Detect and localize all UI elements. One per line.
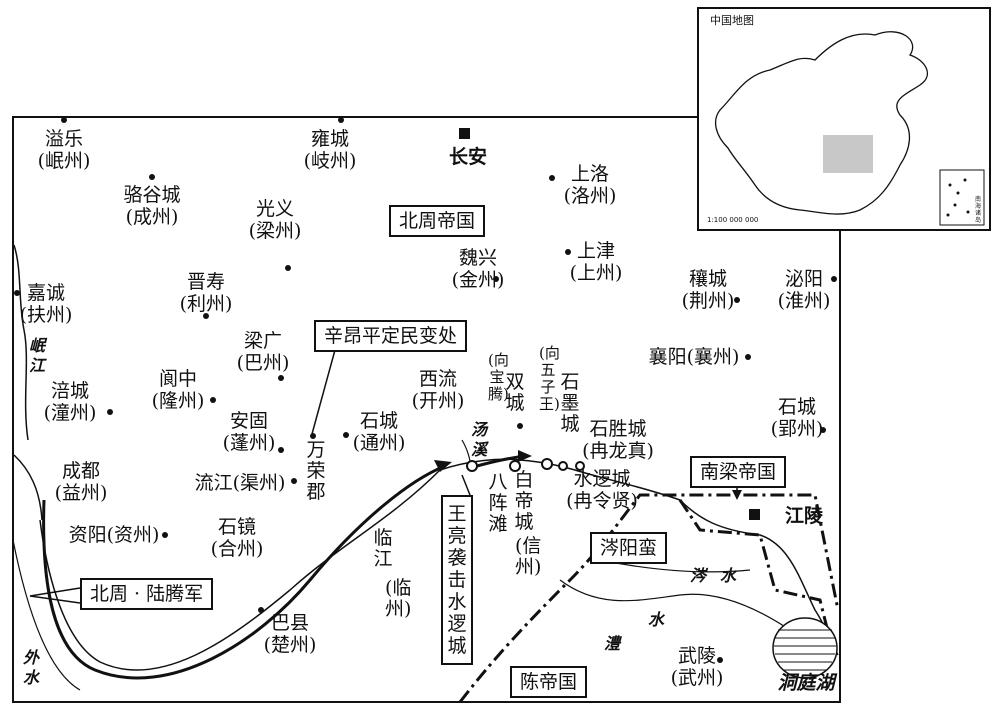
place-ziyang: 资阳(资州) [68,524,160,546]
dongting-lake-hatch [774,629,836,671]
place-bazhentan: 八阵滩 [488,471,508,535]
place-luogu: 骆谷城(成州) [123,184,181,228]
city-dots [14,117,837,663]
lu-teng-army-route [42,464,446,680]
place-angu: 安固(蓬州) [222,410,276,454]
river-minjiang: 岷江 [28,336,45,375]
place-xiangyang: 襄阳(襄州) [648,346,740,368]
river-censhui: 涔水 [690,566,737,585]
inset-map-title: 中国地图 [710,14,754,27]
place-baidicheng: 白帝城 [514,469,534,533]
inset-highlight-region [823,135,873,173]
capital-jiangling-marker [749,509,760,520]
place-rangcheng: 穰城(荆州) [681,268,735,312]
state-southern-liang: 南梁帝国 [690,456,787,488]
callout-lu-teng-army: 北周 · 陆腾军 [80,578,214,610]
place-shangluo: 上洛(洛州) [563,163,617,207]
place-shuiluocheng: 水逻城(冉令贤) [566,468,638,512]
river-lishui: 澧水 [604,610,665,653]
yangtze-river-south-bank [12,539,81,691]
wang-liang-arrow-head [518,450,532,462]
place-yongcheng: 雍城(岐州) [303,128,357,172]
place-linjiang-zhou: (临州) [385,577,412,620]
inset-china-outline [714,31,929,215]
inset-sea-label: 南海诸岛 [974,196,981,224]
place-langzhong: 阆中(隆州) [151,368,205,412]
place-dongtinghu: 洞庭湖 [777,672,835,694]
capital-changan-marker [459,128,470,139]
place-lianggong: 梁广(巴州) [236,330,290,374]
fort-markers [466,458,585,472]
state-lingyang-man: 涔阳蛮 [590,532,668,564]
callout-rebellion: 辛昂平定民变处 [314,320,468,352]
place-jinshou: 晋寿(利州) [179,271,233,315]
river-tangxi: 汤溪 [470,420,487,459]
inset-islands [946,178,970,217]
main-map-frame [12,116,841,703]
yangtze-river [39,458,839,671]
place-shuangcheng-note: (向宝腾) [488,351,509,403]
route-arrow-head [434,460,452,472]
place-yile: 溢乐(岷州) [37,128,91,172]
place-shijing: 石镜(合州) [210,516,264,560]
border-southern-liang [678,499,832,641]
place-shuangcheng: 双城 [505,371,525,414]
callout-wang-liang: 王亮袭击水逻城 [441,495,473,665]
place-guangyi: 光义(梁州) [248,198,302,242]
dongting-lake [772,617,838,679]
lishui-river [559,579,791,631]
label-jiangling: 江陵 [785,505,824,527]
liang-callout-arrow [732,490,742,500]
place-wanrong: 万荣郡 [306,439,326,503]
place-linjiang: 临江 [373,527,393,570]
border-chen-liang [458,493,840,703]
place-shicheng-tong: 石城(通州) [352,410,406,454]
place-shimocheng-note: (向五子王) [539,344,560,413]
inset-map-scale: 1:100 000 000 [707,216,759,224]
label-changan: 长安 [448,146,488,168]
place-weixing: 魏兴(金州) [451,247,505,291]
place-liujiang: 流江(渠州) [194,472,286,494]
place-xiliu: 西流(开州) [411,368,465,412]
place-biyang: 泌阳(淮州) [777,268,831,312]
rebellion-callout-leader [311,349,336,435]
place-jiacheng: 嘉诚(扶州) [19,282,73,326]
minjiang-river [13,244,29,441]
place-wuling: 武陵(武州) [670,645,724,689]
state-northern-zhou: 北周帝国 [389,205,486,237]
place-shicheng-ying: 石城(郢州) [770,396,824,440]
place-baxian: 巴县(楚州) [263,612,317,656]
wang-liang-callout-leader [461,474,471,496]
place-shangjin: 上津(上州) [569,240,623,284]
state-chen: 陈帝国 [510,666,588,698]
place-baidicheng-zhou: (信州) [515,535,542,578]
place-peicheng: 涪城(潼州) [43,380,97,424]
place-shimocheng: 石墨城 [560,371,580,435]
place-chengdu: 成都(益州) [54,460,108,504]
place-shishengcheng: 石胜城(冉龙真) [582,418,654,462]
river-waishui: 外水 [22,648,39,687]
lu-teng-callout-leader [29,587,81,604]
minjiang-river-bank [13,454,43,521]
